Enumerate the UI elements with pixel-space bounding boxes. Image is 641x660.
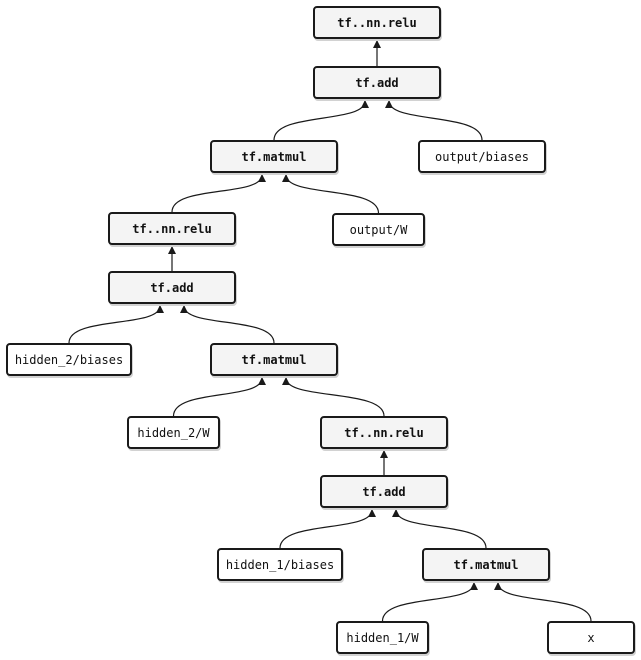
edge-hidden_1_w-to-matmul_1 xyxy=(381,582,478,622)
edge-output_biases-to-add_out xyxy=(385,100,483,141)
edge-hidden_2_biases-to-add_2 xyxy=(68,305,164,344)
node-hidden-2-biases[interactable]: hidden_2/biases xyxy=(6,343,132,376)
edge-hidden_2_w-to-matmul_2 xyxy=(172,377,266,417)
node-matmul-hidden-2[interactable]: tf.matmul xyxy=(210,343,338,376)
node-hidden-1-biases[interactable]: hidden_1/biases xyxy=(217,548,343,581)
edge-x-to-matmul_1 xyxy=(494,582,592,622)
edge-relu_1-to-matmul_2 xyxy=(282,377,385,417)
node-relu-output[interactable]: tf..nn.relu xyxy=(313,6,441,39)
edge-matmul_out-to-add_out xyxy=(273,100,369,141)
node-x[interactable]: x xyxy=(547,621,635,654)
edge-matmul_1-to-add_1 xyxy=(392,509,487,549)
node-add-hidden-1[interactable]: tf.add xyxy=(320,475,448,508)
node-matmul-output[interactable]: tf.matmul xyxy=(210,140,338,173)
node-output-biases[interactable]: output/biases xyxy=(418,140,546,173)
edge-output_w-to-matmul_out xyxy=(282,174,380,214)
node-matmul-hidden-1[interactable]: tf.matmul xyxy=(422,548,550,581)
node-hidden-1-w[interactable]: hidden_1/W xyxy=(336,621,429,654)
node-relu-hidden-1[interactable]: tf..nn.relu xyxy=(320,416,448,449)
edge-relu_2-to-matmul_out xyxy=(171,174,266,213)
node-hidden-2-w[interactable]: hidden_2/W xyxy=(127,416,220,449)
node-add-hidden-2[interactable]: tf.add xyxy=(108,271,236,304)
edge-matmul_2-to-add_2 xyxy=(180,305,275,344)
node-relu-hidden-2[interactable]: tf..nn.relu xyxy=(108,212,236,245)
node-output-w[interactable]: output/W xyxy=(332,213,425,246)
node-add-output[interactable]: tf.add xyxy=(313,66,441,99)
edge-hidden_1_biases-to-add_1 xyxy=(279,509,376,549)
